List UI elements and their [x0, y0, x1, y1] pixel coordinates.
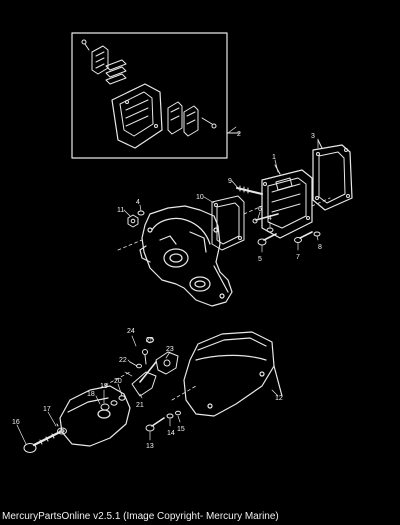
- callout-22: 22: [119, 357, 127, 364]
- bolt-part-16: [23, 430, 62, 453]
- callout-11: 11: [117, 207, 124, 214]
- nut-part-11: [127, 214, 139, 228]
- linkage-assembly: [100, 337, 179, 411]
- callout-16: 16: [12, 419, 20, 426]
- washer-part-14: [166, 413, 174, 419]
- callout-4-left: 4: [136, 199, 140, 206]
- callout-3: 3: [311, 133, 315, 140]
- reed-plate-part-1: [261, 164, 313, 239]
- callout-23: 23: [166, 346, 174, 353]
- callout-10: 10: [196, 194, 204, 201]
- callout-20: 20: [114, 378, 122, 385]
- intake-manifold-casting: [139, 205, 233, 307]
- reed-screw: [201, 117, 217, 129]
- reed-block: [111, 83, 163, 149]
- bolt-part-7: [294, 231, 313, 243]
- callout-21: 21: [136, 402, 144, 409]
- screw-part-13: [145, 417, 165, 432]
- stud-part-9: [236, 185, 263, 195]
- callout-12: 12: [275, 395, 283, 402]
- callout-18: 18: [87, 391, 95, 398]
- gasket-part-10: [211, 195, 245, 251]
- reed-screw: [81, 39, 90, 51]
- callout-5: 5: [258, 256, 262, 263]
- callout-24: 24: [127, 328, 135, 335]
- callout-25: 25: [146, 337, 154, 344]
- callout-7: 7: [296, 254, 300, 261]
- callout-13: 13: [146, 443, 154, 450]
- callout-14: 14: [167, 430, 175, 437]
- bolt-part-6: [252, 213, 279, 224]
- callout-2: 2: [237, 131, 241, 138]
- gasket-part-3: [312, 139, 353, 211]
- callout-6: 6: [258, 206, 262, 213]
- callout-4-right: 4: [268, 215, 272, 222]
- callout-17: 17: [43, 406, 51, 413]
- washer-part-17: [56, 423, 67, 435]
- callout-8: 8: [318, 244, 322, 251]
- copyright-footer: MercuryPartsOnline v2.5.1 (Image Copyrig…: [2, 511, 279, 522]
- washer-part-15: [175, 410, 181, 416]
- reed-block-inset: [71, 32, 241, 159]
- callout-1: 1: [272, 154, 276, 161]
- cover-part-12: [183, 331, 283, 417]
- callout-19: 19: [100, 383, 108, 390]
- callout-9: 9: [228, 178, 232, 185]
- callout-15: 15: [177, 426, 185, 433]
